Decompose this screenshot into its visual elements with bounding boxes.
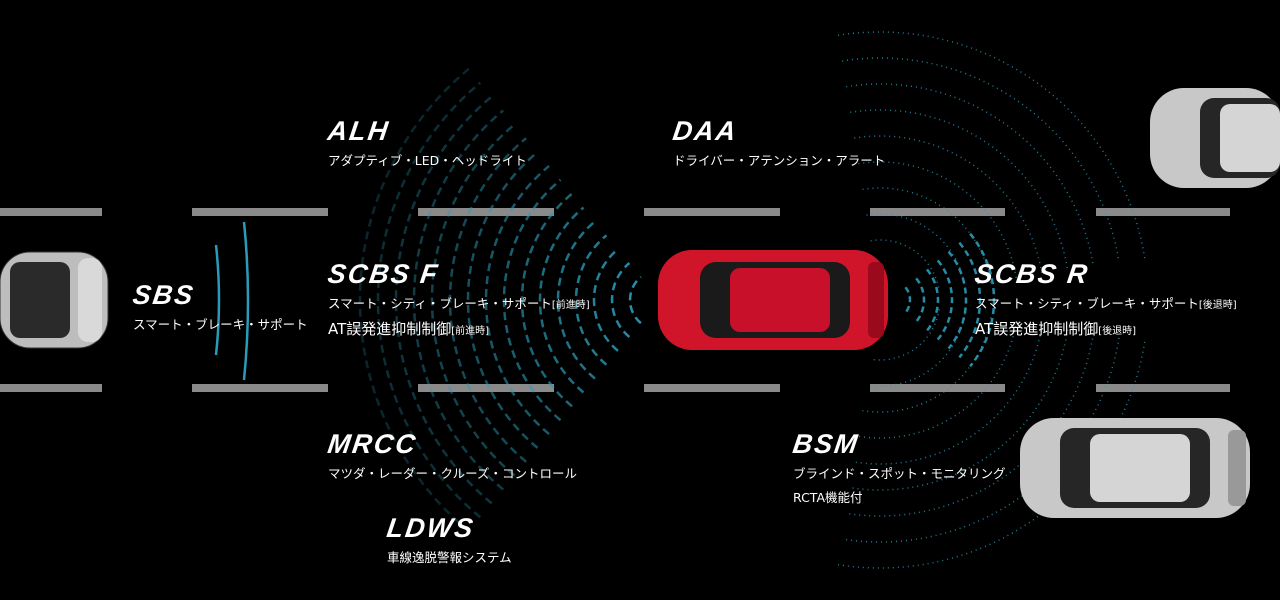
- follow-car-bottom-right: [1020, 418, 1250, 518]
- feature-subtitle: スマート・シティ・ブレーキ・サポート: [975, 296, 1199, 311]
- wave-arc: [592, 248, 619, 352]
- feature-line2: RCTA機能付: [793, 490, 863, 505]
- wave-arc: [969, 232, 996, 368]
- sensor-waves: [358, 31, 1146, 569]
- feature-note: [後退時]: [1198, 300, 1237, 311]
- wave-arc: [904, 286, 912, 314]
- feature-subtitle: ドライバー・アテンション・アラート: [673, 153, 886, 168]
- wave-arc: [484, 164, 550, 436]
- feature-subtitle: 車線逸脱警報システム: [387, 550, 512, 565]
- feature-mrcc: MRCC マツダ・レーダー・クルーズ・コントロール: [325, 429, 578, 483]
- wave-arc: [947, 250, 968, 350]
- feature-title: BSM: [790, 429, 862, 459]
- feature-sbs: SBS スマート・ブレーキ・サポート: [130, 280, 308, 334]
- feature-title: SCBS F: [325, 259, 442, 289]
- wave-arc: [610, 262, 631, 338]
- wave-arc: [846, 333, 1095, 517]
- feature-scbs-r: SCBS R スマート・シティ・ブレーキ・サポート[後退時] AT誤発進抑制制御…: [972, 259, 1237, 342]
- wave-arc: [502, 178, 562, 422]
- wave-arc: [538, 206, 585, 394]
- feature-scbs-f: SCBS F スマート・シティ・ブレーキ・サポート[前進時] AT誤発進抑制制御…: [325, 259, 590, 342]
- wave-arc: [412, 109, 504, 491]
- wave-arc: [842, 57, 1120, 263]
- wave-arc: [926, 268, 940, 332]
- feature-daa: DAA ドライバー・アテンション・アラート: [670, 116, 886, 170]
- wave-arc: [846, 83, 1095, 267]
- feature-line2: AT誤発進抑制制御: [328, 320, 452, 338]
- wave-arc: [837, 341, 1146, 569]
- wave-arc: [376, 81, 482, 519]
- feature-subtitle: ブラインド・スポット・モニタリング: [793, 466, 1006, 481]
- feature-subtitle: スマート・ブレーキ・サポート: [133, 317, 308, 332]
- wave-arc: [358, 67, 470, 533]
- feature-subtitle: アダプティブ・LED・ヘッドライト: [328, 153, 527, 168]
- rear-car: [0, 251, 109, 349]
- feature-title: SBS: [130, 280, 197, 310]
- feature-note: [前進時]: [551, 300, 590, 311]
- wave-arc: [520, 192, 573, 408]
- feature-subtitle: マツダ・レーダー・クルーズ・コントロール: [328, 466, 578, 481]
- feature-title: LDWS: [384, 513, 477, 543]
- wave-arc: [628, 275, 642, 325]
- feature-ldws: LDWS 車線逸脱警報システム: [384, 513, 512, 567]
- feature-note: [前進時]: [451, 326, 490, 337]
- lane-markings: [0, 208, 1230, 392]
- wave-arc: [837, 31, 1146, 259]
- feature-title: DAA: [670, 116, 740, 146]
- wave-arc: [915, 277, 926, 323]
- wave-arc: [394, 95, 493, 505]
- feature-title: SCBS R: [972, 259, 1092, 289]
- sbs-radar-arcs: [214, 221, 250, 381]
- follow-car-top-right: [1150, 88, 1280, 188]
- wave-arc: [936, 259, 954, 341]
- feature-note: [後退時]: [1098, 326, 1137, 337]
- feature-line2: AT誤発進抑制制御: [975, 320, 1099, 338]
- wave-arc: [448, 137, 527, 463]
- wave-arc: [842, 337, 1120, 543]
- feature-title: MRCC: [325, 429, 420, 459]
- feature-bsm: BSM ブラインド・スポット・モニタリング RCTA機能付: [790, 429, 1006, 507]
- feature-subtitle: スマート・シティ・ブレーキ・サポート: [328, 296, 552, 311]
- wave-arc: [430, 123, 516, 477]
- feature-alh: ALH アダプティブ・LED・ヘッドライト: [325, 116, 527, 170]
- main-car: [658, 250, 888, 350]
- feature-title: ALH: [325, 116, 392, 146]
- wave-arc: [958, 241, 982, 359]
- wave-arc: [466, 151, 539, 449]
- wave-arc: [574, 234, 608, 366]
